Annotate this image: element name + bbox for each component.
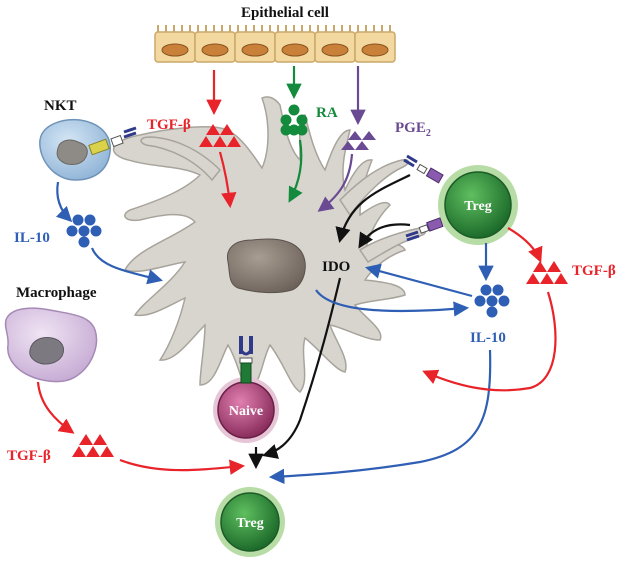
arrow-tgf-to-treg-bottom [119,458,246,475]
nkt-receptor [88,138,110,156]
il10-symbol-left [66,214,102,248]
epithelial-layer: Epithelial cell [154,5,396,63]
nkt-label: NKT [44,98,77,114]
epithelial-microvilli [157,25,391,33]
nkt-nucleus [56,139,88,165]
epithelial-cell-label: Epithelial cell [241,5,329,21]
dendritic-process [140,136,222,182]
il10-symbol-right [474,284,510,318]
il10-label-left: IL-10 [14,230,50,246]
arrow-macrophage-to-tgf [36,381,75,434]
ra-label: RA [316,105,338,121]
pge2-symbol [341,131,376,150]
treg-receptor-upper [403,154,444,184]
tgf-beta-symbol-bottom [72,434,114,457]
treg-right-label: Treg [464,199,491,214]
arrow-ido-to-treg-conversion [262,277,342,459]
arrow-il10-to-dc [90,247,163,285]
pge2-label: PGE2 [395,120,431,139]
dendritic-cell-nucleus [226,238,306,294]
treg-bottom-label: Treg [236,516,263,531]
macrophage-nucleus [29,337,65,365]
ido-label: IDO [322,259,350,275]
arrow-treg-to-ido-upper [335,174,411,243]
arrow-nkt-to-il10 [55,181,73,223]
arrow-pge2-to-dc [317,153,354,212]
arrow-treg-to-tgf [507,227,543,263]
tgf-beta-symbol-top [199,124,241,147]
receptor-link [110,134,124,148]
naive-cell-group: Naive [213,336,279,443]
tgf-beta-label-top: TGF-β [147,117,191,133]
arrow-layer [36,66,557,485]
ra-symbol [280,104,308,136]
arrow-il10-to-treg-bottom [268,349,492,485]
treg-receptor-lower [405,217,444,242]
cd1d-molecule [123,126,137,139]
arrow-dc-to-il10 [315,289,470,317]
naive-label: Naive [229,404,263,419]
arrow-ra-to-dc [288,139,303,203]
epithelial-nuclei [161,43,389,57]
tgf-beta-label-right: TGF-β [572,263,616,279]
arrow-treg-to-ido-lower [358,223,411,249]
nkt-cell-group: NKT [39,98,137,181]
treg-bottom-cell [220,492,280,552]
treg-right-cell [444,171,512,239]
treg-bottom-group: Treg [215,487,285,557]
epithelial-cell-row [154,31,396,63]
macrophage-group: Macrophage [4,285,98,383]
macrophage-label: Macrophage [16,285,97,301]
tcr-mhc-complex [239,336,253,384]
tgf-beta-symbol-right [526,261,568,284]
arrow-il10-to-ido [365,263,473,298]
il10-label-right: IL-10 [470,330,506,346]
treg-right-group: Treg [403,154,518,245]
arrow-tgf-to-dc [218,151,237,209]
arrow-tgf-to-dc-right [422,291,557,392]
tgf-beta-label-bottom: TGF-β [7,448,51,464]
